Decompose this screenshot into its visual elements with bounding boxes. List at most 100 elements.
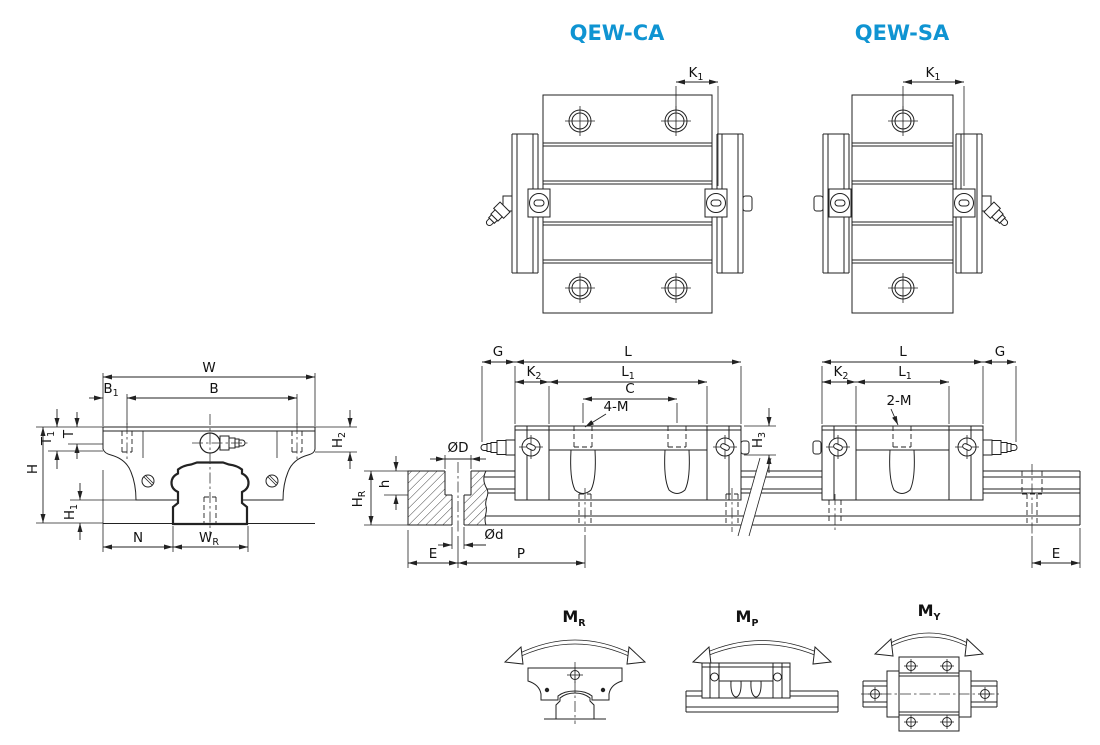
side-plug xyxy=(812,440,822,455)
block-top-mini xyxy=(861,656,999,732)
end-cap-screw xyxy=(519,435,543,459)
dim-h3: H3 xyxy=(744,408,776,473)
qew-ca-top-view: K1 xyxy=(481,65,753,314)
moment-label-my: MY xyxy=(918,601,941,623)
dim-e-left: E xyxy=(407,530,459,568)
tapped-hole xyxy=(667,426,687,448)
seal-plate-lines xyxy=(852,142,953,264)
rail-hole xyxy=(578,488,592,532)
counterbore-hole xyxy=(444,471,472,525)
rail-break xyxy=(737,457,772,537)
dim-e-right: E xyxy=(1031,528,1081,568)
tapped-hole xyxy=(892,426,912,448)
dim-label-k2: K2 xyxy=(834,364,849,382)
dim-label-k1: K1 xyxy=(689,65,704,83)
grease-nipple-icon xyxy=(982,439,1018,456)
dim-l-sa: L xyxy=(821,344,984,424)
tapped-hole xyxy=(573,426,593,448)
dim-n-wr: N WR xyxy=(102,470,249,552)
block-front-mini xyxy=(527,662,623,724)
dim-k2-l1-ca: K2 L1 xyxy=(515,364,708,424)
end-screw-right xyxy=(952,188,976,218)
end-cap-screw xyxy=(826,435,850,459)
dim-label-p: P xyxy=(517,546,525,562)
front-section-view: W B B1 T1 T H H1 xyxy=(25,360,357,552)
dim-label-od-lower: Ød xyxy=(484,527,503,543)
moment-mp: MP xyxy=(685,607,839,713)
dim-label-h-depth: h xyxy=(377,480,393,489)
rail-bolt-hole xyxy=(203,496,217,523)
dim-w: W xyxy=(102,360,316,426)
dim-p: P xyxy=(458,535,586,568)
dim-label-2m: 2-M xyxy=(886,393,911,409)
yaw-arrow-icon xyxy=(873,632,985,657)
side-plug xyxy=(813,195,824,212)
qew-sa-top-view: K1 xyxy=(813,65,1013,314)
dim-label-n: N xyxy=(133,530,143,546)
end-cap-screw xyxy=(713,435,737,459)
dim-b-b1: B B1 xyxy=(89,381,298,425)
end-screw-left xyxy=(828,188,852,218)
dim-label-h1: H1 xyxy=(62,504,80,520)
dim-k1-ca: K1 xyxy=(675,65,719,186)
dim-label-e: E xyxy=(429,546,438,562)
rail-hole xyxy=(725,488,739,532)
rail-dimensions: ØD Ød h HR E P xyxy=(350,440,1081,568)
rail-hole xyxy=(1021,464,1043,534)
dim-h: H xyxy=(25,426,103,524)
flange-hole-right xyxy=(291,423,303,459)
retainer-screws xyxy=(141,474,279,488)
dim-label-w: W xyxy=(202,360,215,376)
dim-label-wr: WR xyxy=(199,530,219,548)
dim-h1: H1 xyxy=(62,483,136,540)
moment-label-mp: MP xyxy=(736,607,759,629)
side-plug xyxy=(742,195,753,212)
pitch-arrow-icon xyxy=(691,640,833,665)
dim-label-h3: H3 xyxy=(750,432,768,448)
dim-t: T xyxy=(61,412,103,459)
dim-label-od: ØD xyxy=(447,440,468,456)
end-screw-left xyxy=(527,188,551,218)
grease-nipple-icon xyxy=(481,195,513,231)
dim-label-l: L xyxy=(624,344,632,360)
dim-hr: HR xyxy=(350,470,408,526)
ball-window xyxy=(889,449,915,494)
grease-nipple-icon xyxy=(480,439,516,456)
dim-h2: H2 xyxy=(315,410,357,469)
dim-label-t: T xyxy=(61,429,77,439)
dim-g-sa: G xyxy=(983,344,1017,442)
callout-2m: 2-M xyxy=(886,393,912,426)
dim-label-hr: HR xyxy=(350,490,368,507)
side-plug xyxy=(740,440,750,455)
flange-hole-left xyxy=(121,423,133,459)
block-body xyxy=(514,425,742,501)
title-qew-sa: QEW-SA xyxy=(855,21,950,45)
dim-label-k1: K1 xyxy=(926,65,941,83)
qew-sa-side-view: L G K2 L1 2-M xyxy=(812,344,1018,501)
callout-4m: 4-M xyxy=(584,399,629,428)
title-qew-ca: QEW-CA xyxy=(570,21,666,45)
dim-label-k2: K2 xyxy=(527,364,542,382)
dim-label-b: B xyxy=(209,381,218,397)
dim-label-t1: T1 xyxy=(39,431,57,446)
dim-label-b1: B1 xyxy=(103,381,118,399)
moment-label-mr: MR xyxy=(562,607,586,629)
dim-c: C xyxy=(582,381,678,423)
dim-label-l: L xyxy=(899,344,907,360)
dim-label-4m: 4-M xyxy=(603,399,628,415)
block-side-mini xyxy=(685,662,839,713)
dim-label-h2: H2 xyxy=(330,432,348,448)
rail-hole-details xyxy=(578,464,1043,534)
dim-od: ØD xyxy=(430,440,486,469)
dim-label-g: G xyxy=(995,344,1005,360)
moment-mr: MR xyxy=(503,607,647,724)
dim-label-h: H xyxy=(25,464,41,474)
moment-my: MY xyxy=(861,601,999,732)
dim-label-e2: E xyxy=(1052,546,1061,562)
end-screw-right xyxy=(704,188,728,218)
dim-k1-sa: K1 xyxy=(902,65,965,186)
ball-window xyxy=(570,449,596,494)
dim-label-g: G xyxy=(493,344,503,360)
dim-k2-l1-sa: K2 L1 xyxy=(822,364,950,424)
